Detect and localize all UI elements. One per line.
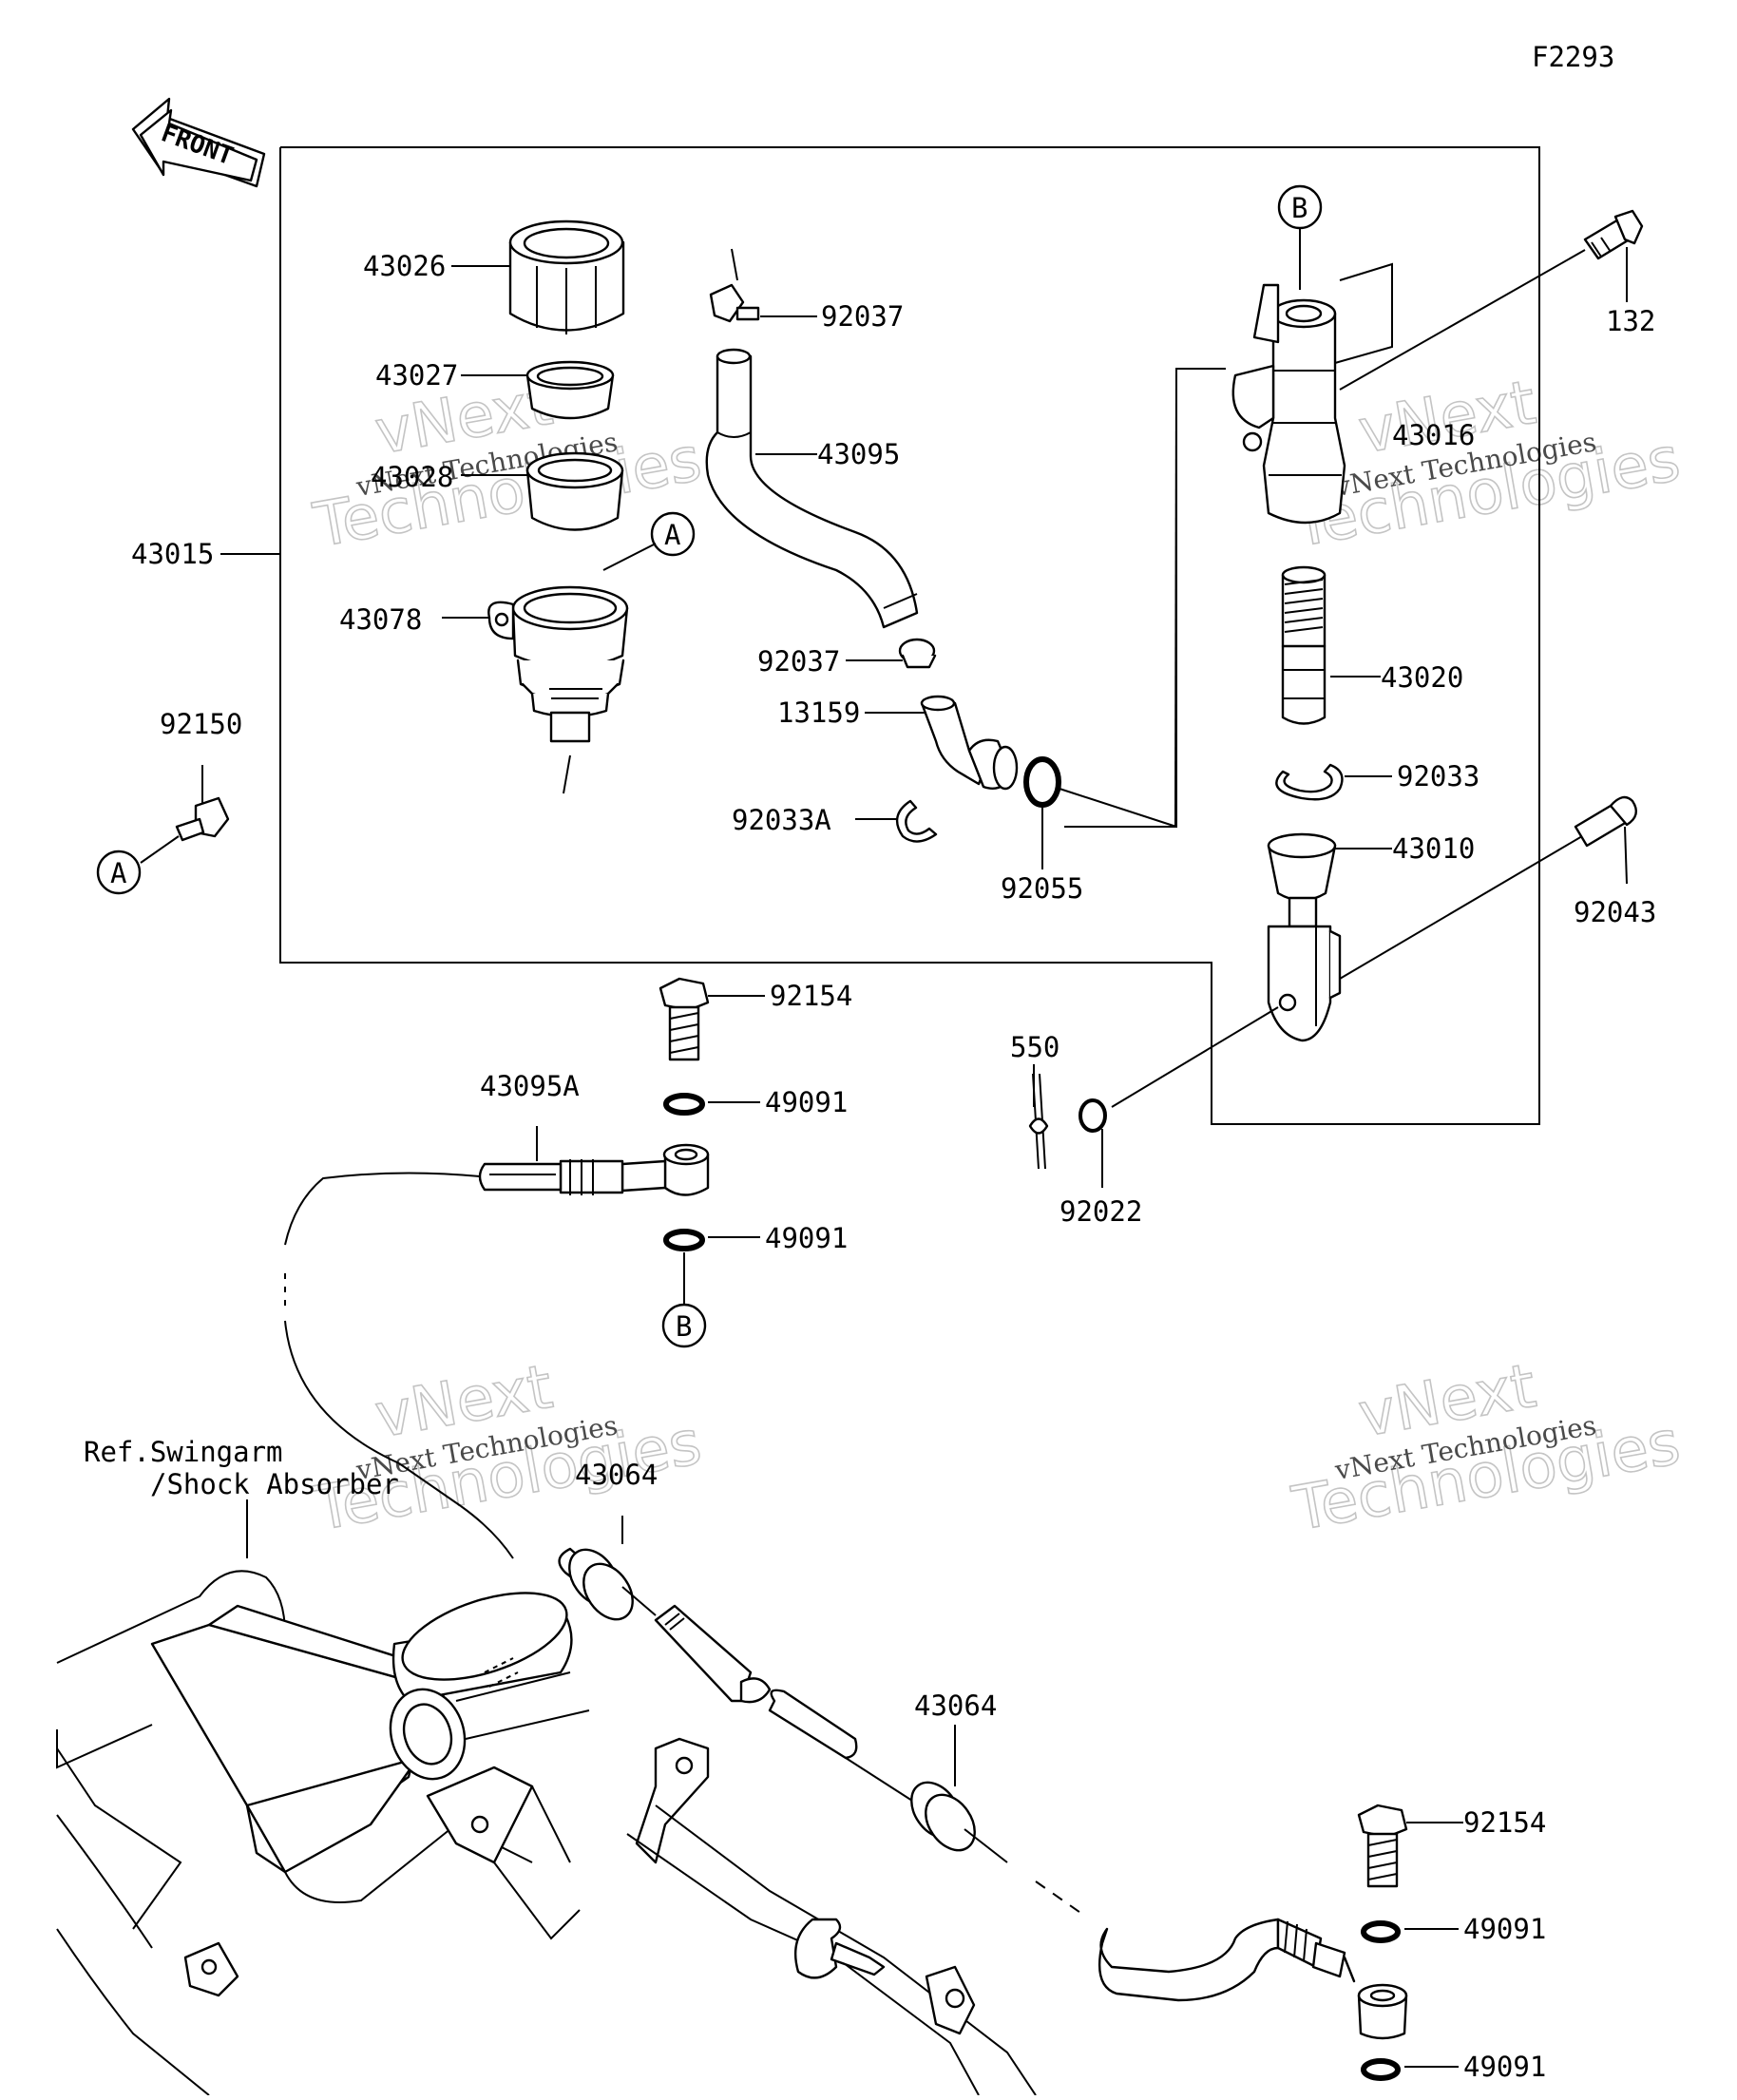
circlip-92033 [1275,763,1344,801]
label-49091-c: 49091 [1463,1913,1546,1945]
brake-hose-banjo [284,1126,710,1464]
label-43010: 43010 [1392,832,1475,865]
washer-92022 [1078,1098,1107,1133]
label-43028: 43028 [371,461,453,493]
washer-49091-b [663,1229,705,1251]
bolt-132 [1583,209,1644,260]
circlip-92033a [895,799,938,843]
washer-49091-c [1361,1920,1401,1943]
reservoir-tank [487,585,629,794]
reservoir-cap [508,220,625,334]
label-43078: 43078 [339,603,422,636]
label-49091-a: 49091 [765,1086,848,1118]
label-92055: 92055 [1001,872,1083,905]
lower-hose-route [398,1462,1356,2002]
label-92037-mid: 92037 [757,645,840,678]
label-132: 132 [1606,305,1655,337]
connector-a-left: A [110,857,126,889]
swingarm-reference [56,1570,1037,2096]
label-92154-bottom: 92154 [1463,1806,1546,1839]
reservoir-hose [705,348,919,629]
hose-clip-top [709,248,760,323]
label-43095: 43095 [817,438,900,470]
front-arrow-icon: FRONT [131,97,266,188]
label-92150: 92150 [160,708,242,740]
label-43095A: 43095A [480,1070,580,1102]
label-92043: 92043 [1574,896,1656,928]
label-550: 550 [1010,1031,1059,1063]
cotter-pin-550 [1028,1073,1049,1170]
watermark-bottom-left: vNext Technologies vNext Technologies [308,1351,707,1546]
reservoir-diaphragm [525,451,624,531]
watermark-top-left: vNext Technologies vNext Technologies [308,368,707,563]
label-43016: 43016 [1392,419,1475,451]
banjo-bolt-top [659,977,710,1061]
label-92033A: 92033A [732,804,831,836]
assembly-boundary [279,146,1540,1125]
ref-note-line1: Ref.Swingarm [84,1436,283,1468]
label-49091-d: 49091 [1463,2051,1546,2083]
screw-92150 [175,765,230,842]
o-ring-92055 [1023,756,1061,808]
pin-92043 [1574,795,1638,848]
label-92022: 92022 [1059,1195,1142,1228]
piston-spring [1281,565,1327,725]
label-92033: 92033 [1397,760,1479,792]
label-43015: 43015 [131,538,214,570]
push-rod [1267,832,1342,1042]
label-43027: 43027 [375,359,458,391]
label-43026: 43026 [363,250,446,282]
banjo-bolt-bottom [1357,1804,1408,1888]
reservoir-plate [525,360,615,420]
ref-note-line2: /Shock Absorber [150,1468,399,1500]
label-43064-b: 43064 [914,1690,997,1722]
label-92154-top: 92154 [770,980,852,1012]
hose-fitting [920,695,1019,791]
washer-49091-d [1361,2058,1401,2081]
label-49091-b: 49091 [765,1222,848,1254]
label-43020: 43020 [1381,661,1463,694]
connector-b-top: B [1291,192,1308,224]
label-13159: 13159 [777,697,860,729]
figure-code: F2293 [1532,41,1614,73]
watermark-bottom-right: vNext Technologies vNext Technologies [1287,1350,1686,1546]
washer-49091-a [663,1093,705,1116]
label-92037-top: 92037 [821,300,904,333]
master-cylinder-body [1231,283,1346,525]
banjo-fitting-bottom [1357,1983,1408,2040]
label-43064-a: 43064 [575,1459,658,1491]
connector-b-bottom: B [676,1310,692,1343]
connector-a-top: A [664,519,680,551]
hose-clip-mid [898,638,937,669]
